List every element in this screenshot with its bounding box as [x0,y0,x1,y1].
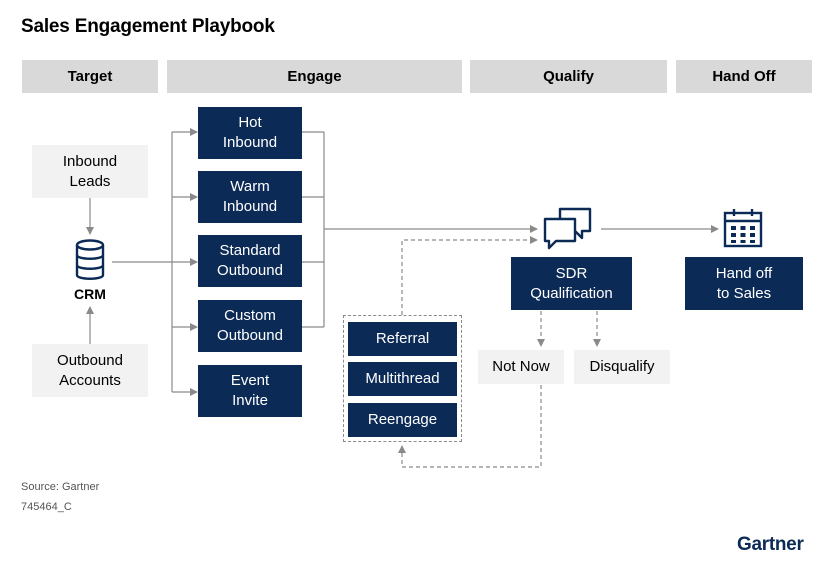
gartner-logo: Gartner [737,534,804,555]
sdr-qualification-box: SDR Qualification [511,257,632,310]
inbound-leads-box: Inbound Leads [32,145,148,198]
outbound-accounts-box: Outbound Accounts [32,344,148,397]
figure-code: 745464_C [21,501,72,513]
phase-hand-off: Hand Off [676,60,812,93]
hand-off-to-sales-box: Hand off to Sales [685,257,803,310]
standard-outbound-box: Standard Outbound [198,235,302,287]
phase-qualify: Qualify [470,60,667,93]
custom-outbound-box: Custom Outbound [198,300,302,352]
chat-bubbles-icon [542,206,594,250]
phase-target: Target [22,60,158,93]
hot-inbound-box: Hot Inbound [198,107,302,159]
phase-engage: Engage [167,60,462,93]
arrow-group-to-chat [401,236,538,315]
multithread-box: Multithread [348,362,457,396]
arrow-notnow-to-group [398,385,542,468]
referral-box: Referral [348,322,457,356]
disqualify-box: Disqualify [574,350,670,384]
crm-label: CRM [74,286,106,302]
not-now-box: Not Now [478,350,564,384]
source-note: Source: Gartner [21,481,100,493]
reengage-box: Reengage [348,403,457,437]
database-icon [74,239,106,281]
page-title: Sales Engagement Playbook [21,16,275,37]
reengage-group [343,315,462,442]
warm-inbound-box: Warm Inbound [198,171,302,223]
event-invite-box: Event Invite [198,365,302,417]
calendar-icon [722,207,764,249]
